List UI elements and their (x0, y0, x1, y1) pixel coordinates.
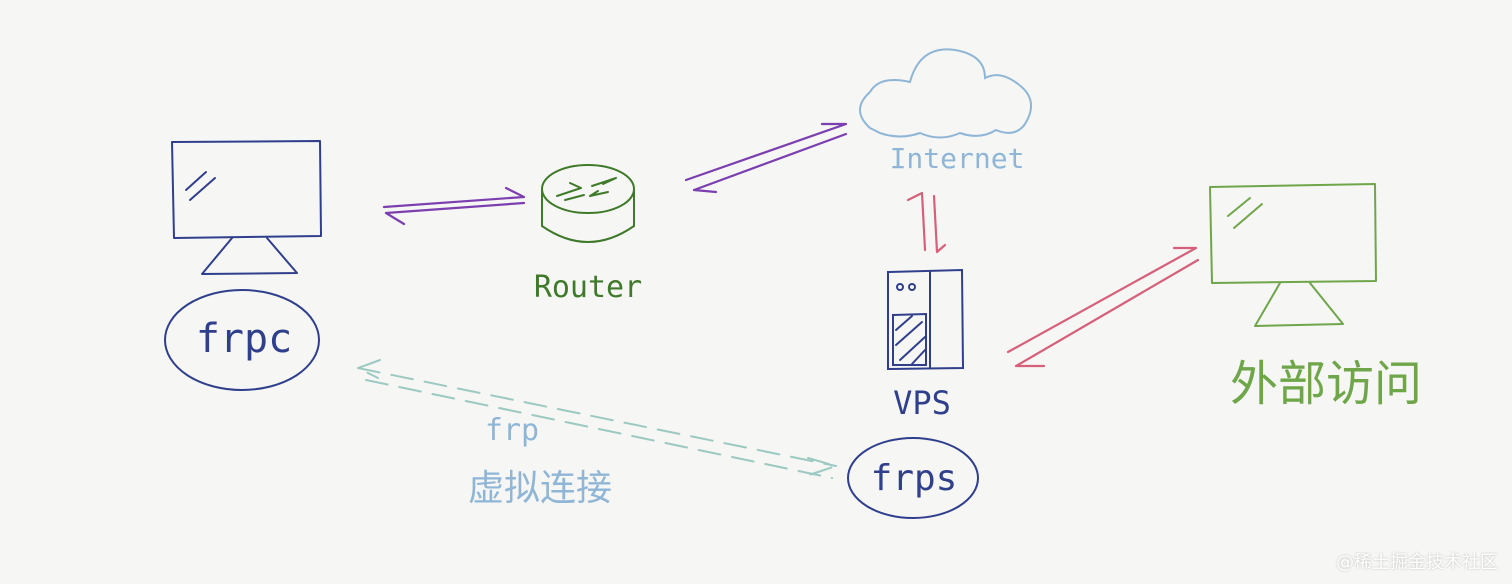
router-icon (541, 164, 635, 243)
frp-tunnel-link (355, 359, 840, 479)
external-access-label: 外部访问 (1230, 356, 1422, 412)
vps-external-link (1006, 246, 1200, 368)
client-monitor-icon (171, 140, 322, 275)
external-monitor-icon (1209, 183, 1377, 327)
frps-label: frps (871, 458, 958, 499)
vps-server-icon (887, 268, 965, 371)
router-label: Router (534, 270, 642, 305)
frps-ellipse (847, 437, 979, 519)
router-internet-link (684, 122, 848, 194)
vps-label: VPS (893, 384, 951, 422)
tunnel-label-frp: frp (485, 413, 539, 448)
cloud-icon (859, 48, 1033, 139)
internet-label: Internet (890, 142, 1025, 175)
watermark: @稀土掘金技术社区 (1336, 552, 1498, 573)
internet-vps-link (906, 191, 947, 254)
frpc-label: frpc (196, 316, 292, 362)
frpc-ellipse (164, 289, 320, 391)
client-router-link (382, 186, 526, 226)
tunnel-label-virtual: 虚拟连接 (468, 468, 612, 509)
